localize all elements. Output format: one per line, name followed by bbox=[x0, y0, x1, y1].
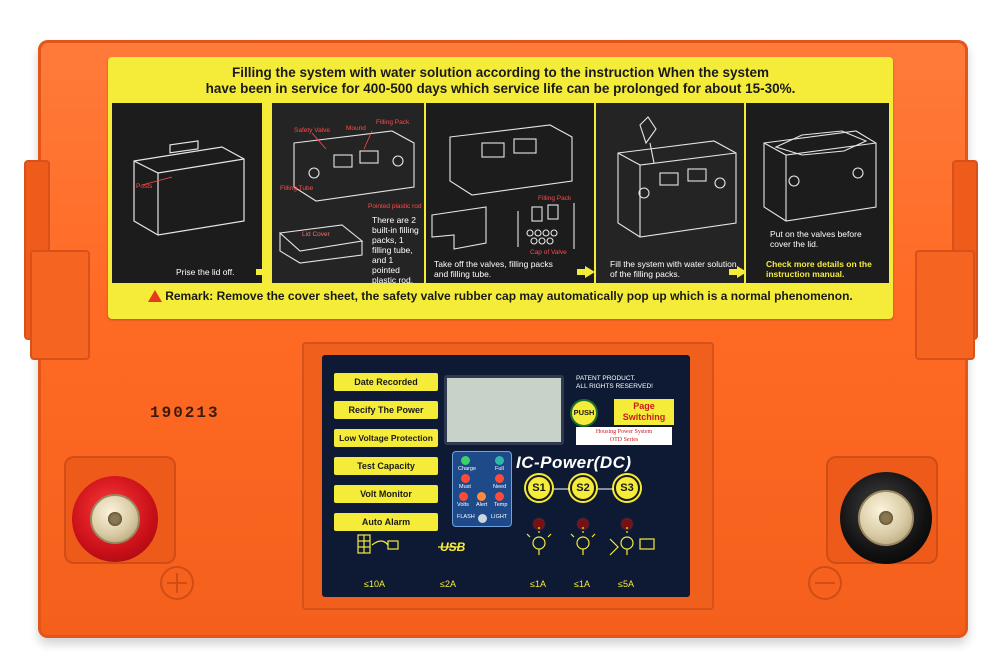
step-2-label-lid-cover: Lid Cover bbox=[302, 231, 330, 238]
s3-led bbox=[622, 519, 632, 529]
step-3: Filling Pack Cap of Valve Take off the v… bbox=[426, 103, 594, 283]
headline-line-2: have been in service for 400-500 days wh… bbox=[205, 81, 796, 96]
need-indicator bbox=[495, 474, 504, 483]
negative-terminal-hole bbox=[879, 511, 893, 525]
feature-test-capacity: Test Capacity bbox=[334, 457, 438, 475]
charge-indicator bbox=[461, 456, 470, 465]
step-4-illustration bbox=[617, 116, 737, 238]
charge-label: Charge bbox=[458, 466, 477, 472]
s2-button[interactable]: S2 bbox=[570, 475, 596, 501]
volts-label: Volts bbox=[457, 502, 469, 508]
usb-logo: USB bbox=[440, 540, 466, 554]
output-icons bbox=[357, 527, 655, 556]
rating-s3: ≤5A bbox=[618, 579, 634, 589]
positive-terminal-hole bbox=[108, 512, 122, 526]
flash-label: FLASH bbox=[457, 514, 475, 520]
right-handle-recess bbox=[915, 250, 975, 360]
light-button[interactable] bbox=[478, 514, 487, 523]
minus-emboss bbox=[808, 566, 842, 600]
patent-notice: PATENT PRODUCT. ALL RIGHTS RESERVED! bbox=[576, 375, 653, 391]
sticker-headline: Filling the system with water solution a… bbox=[108, 65, 893, 97]
control-panel: Date Recorded Recify The Power Low Volta… bbox=[322, 355, 690, 597]
step-1-illustration bbox=[133, 140, 245, 236]
temp-indicator bbox=[495, 492, 504, 501]
remark-line: Remark: Remove the cover sheet, the safe… bbox=[108, 289, 893, 303]
date-code: 190213 bbox=[150, 404, 220, 422]
step-4-caption: Fill the system with water solution of t… bbox=[610, 259, 737, 279]
step-arrow-2 bbox=[577, 266, 595, 278]
step-1-caption: Prise the lid off. bbox=[176, 267, 235, 277]
must-label: Must bbox=[459, 484, 471, 490]
feature-auto-alarm: Auto Alarm bbox=[334, 513, 438, 531]
instruction-steps: Posts Prise the lid off. Sa bbox=[112, 103, 889, 341]
step-1-label-0: Posts bbox=[136, 183, 153, 190]
housing-line-2: OTD Series bbox=[609, 437, 639, 443]
step-5-caption: Put on the valves before cover the lid. bbox=[770, 229, 862, 249]
housing-line-1: Housing Power System bbox=[595, 429, 653, 435]
step-5: Put on the valves before cover the lid. … bbox=[746, 103, 889, 283]
headline-line-1: Filling the system with water solution a… bbox=[231, 65, 770, 80]
rating-s2: ≤1A bbox=[574, 579, 590, 589]
patent-line-2: ALL RIGHTS RESERVED! bbox=[576, 383, 653, 390]
step-3-illustration bbox=[431, 124, 575, 250]
full-indicator bbox=[495, 456, 504, 465]
rating-solar: ≤10A bbox=[364, 579, 385, 589]
volts-indicator bbox=[459, 492, 468, 501]
plus-emboss bbox=[160, 566, 194, 600]
push-button[interactable]: PUSH bbox=[570, 399, 598, 427]
feature-low-voltage-protection: Low Voltage Protection bbox=[334, 429, 438, 447]
need-label: Need bbox=[493, 484, 507, 490]
step-2: Safety Valve Mound Filling Pack Filling … bbox=[272, 103, 424, 283]
step-2-caption: There are 2 built-in filling packs, 1 fi… bbox=[372, 215, 419, 283]
temp-label: Temp bbox=[494, 502, 508, 508]
s1-button[interactable]: S1 bbox=[526, 475, 552, 501]
button-connector-lines bbox=[554, 488, 614, 490]
step-4: Fill the system with water solution of t… bbox=[596, 103, 744, 283]
step-3-caption: Take off the valves, filling packs and f… bbox=[434, 259, 553, 279]
step-arrow-3 bbox=[729, 266, 747, 278]
housing-label: Housing Power System OTD Series bbox=[576, 427, 672, 445]
step-3-label-cap-of-valve: Cap of Valve bbox=[530, 249, 567, 256]
plus-icon bbox=[167, 573, 187, 593]
step-1: Posts Prise the lid off. bbox=[112, 103, 262, 283]
lcd-display bbox=[444, 375, 564, 445]
rating-usb: ≤2A bbox=[440, 579, 456, 589]
warning-icon bbox=[148, 290, 163, 302]
page-switching-line-2: Switching bbox=[622, 412, 666, 422]
indicator-panel: Charge Full Must Need Volts Alert Temp F… bbox=[452, 451, 512, 527]
s2-led bbox=[578, 519, 588, 529]
step-2-label-filling-pack: Filling Pack bbox=[376, 119, 410, 126]
minus-icon bbox=[815, 582, 835, 584]
light-label: LIGHT bbox=[491, 514, 508, 520]
must-indicator bbox=[461, 474, 470, 483]
step-2-label-safety-valve: Safety Valve bbox=[294, 127, 331, 134]
page-switching-line-1: Page bbox=[633, 401, 655, 411]
full-label: Full bbox=[495, 466, 504, 472]
s3-button[interactable]: S3 bbox=[614, 475, 640, 501]
step-5-illustration bbox=[763, 130, 877, 222]
step-3-label-filling-pack: Filling Pack bbox=[538, 195, 572, 202]
step-5-highlight: Check more details on the instruction ma… bbox=[766, 259, 872, 279]
instruction-sticker: Filling the system with water solution a… bbox=[108, 57, 893, 319]
feature-rectify-power: Recify The Power bbox=[334, 401, 438, 419]
alert-indicator bbox=[477, 492, 486, 501]
feature-volt-monitor: Volt Monitor bbox=[334, 485, 438, 503]
page-switching-label: Page Switching bbox=[614, 399, 674, 425]
alert-label: Alert bbox=[476, 502, 488, 508]
step-2-label-pointed-rod: Pointed plastic rod bbox=[368, 203, 422, 210]
s1-led bbox=[534, 519, 544, 529]
patent-line-1: PATENT PRODUCT. bbox=[576, 375, 636, 382]
left-handle-recess bbox=[30, 250, 90, 360]
step-2-label-filling-tube: Filling Tube bbox=[280, 185, 314, 192]
step-arrow-1 bbox=[256, 266, 274, 278]
step-2-label-mound: Mound bbox=[346, 125, 366, 132]
brand-logo: IC-Power(DC) bbox=[516, 453, 632, 472]
step-2-illustration bbox=[278, 130, 415, 264]
feature-date-recorded: Date Recorded bbox=[334, 373, 438, 391]
remark-text: Remark: Remove the cover sheet, the safe… bbox=[165, 289, 853, 303]
rating-s1: ≤1A bbox=[530, 579, 546, 589]
